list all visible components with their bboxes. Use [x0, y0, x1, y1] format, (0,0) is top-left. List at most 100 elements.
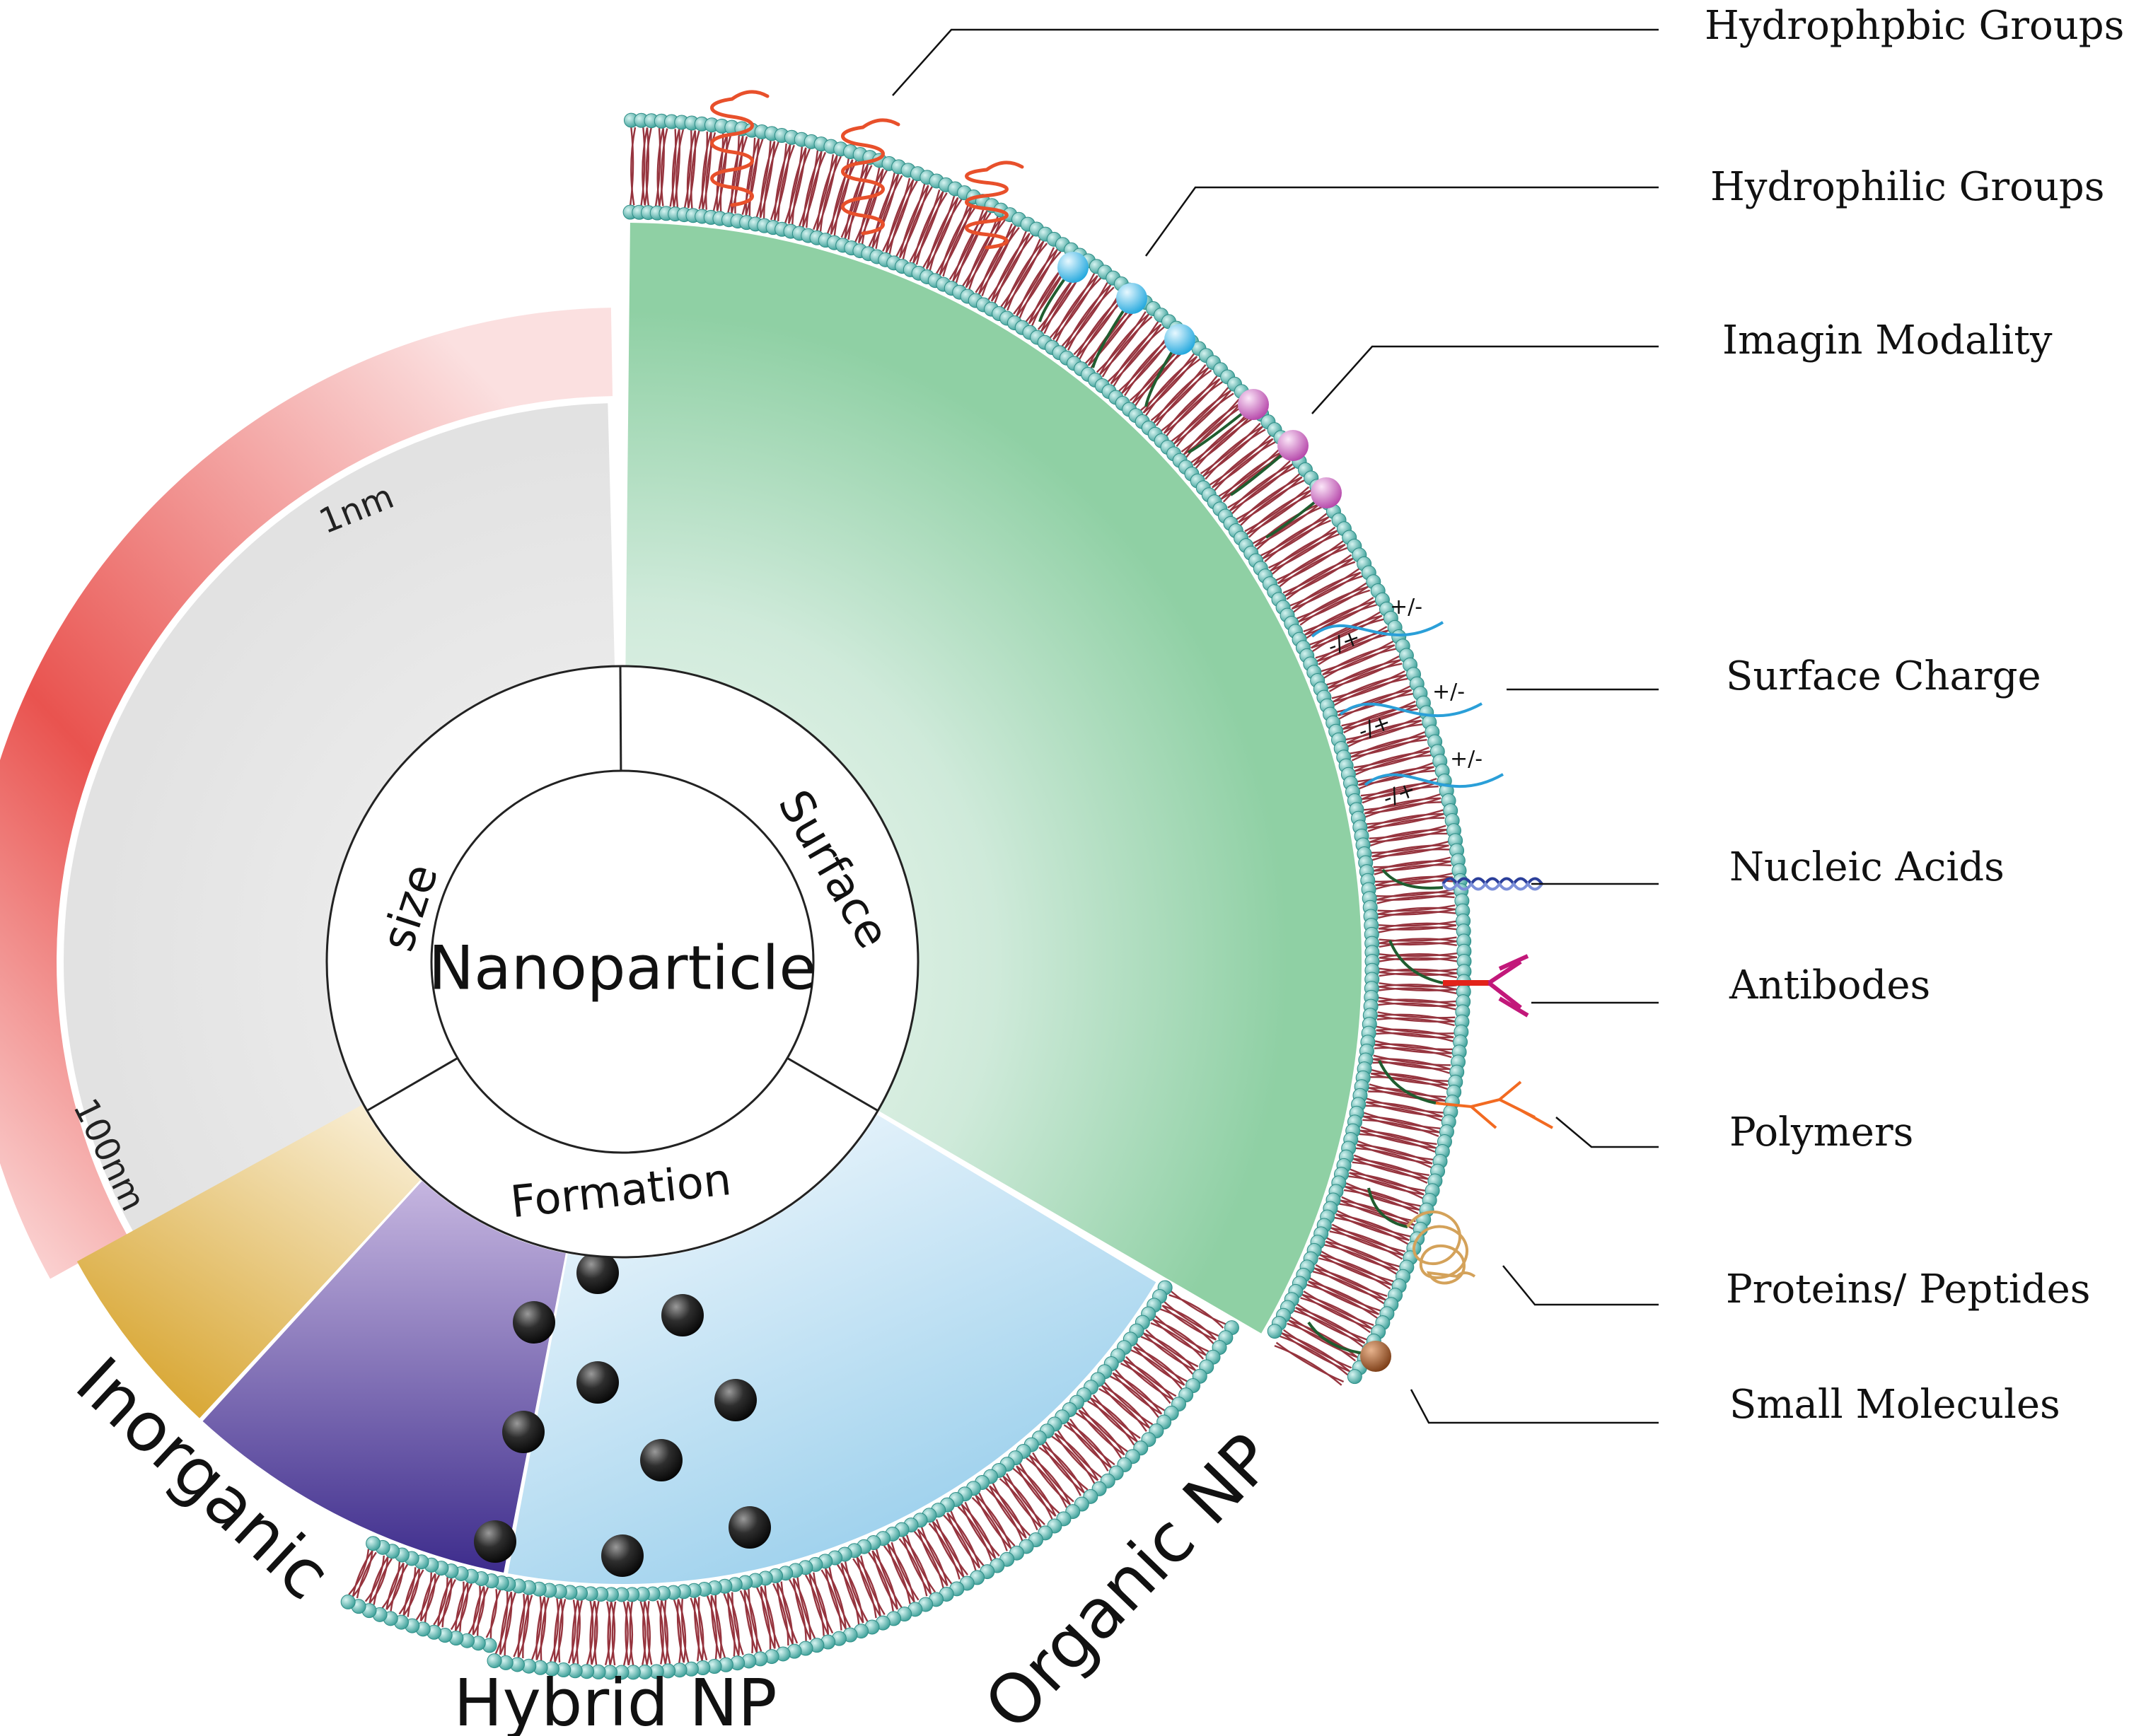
hybrid-membrane-tail	[472, 1586, 485, 1636]
surface-membrane-tail	[1351, 738, 1427, 762]
organic-membrane-tail	[1012, 1467, 1053, 1520]
organic-membrane-tail	[1041, 1444, 1085, 1493]
hydrophilic-head-1	[1057, 252, 1089, 283]
surface-membrane-tail	[1319, 1254, 1393, 1286]
surface-membrane-tail	[1310, 614, 1383, 649]
organic-membrane-tail	[690, 1597, 700, 1662]
organic-membrane-tail	[1090, 1397, 1138, 1443]
surface-membrane-tail	[788, 147, 807, 224]
surface-membrane-tail	[1347, 1175, 1424, 1199]
surface-membrane-tail	[1110, 323, 1162, 385]
leader-proteins-peptides	[1502, 1265, 1659, 1306]
surface-membrane-tail	[1352, 1158, 1429, 1180]
surface-membrane-tail	[833, 160, 857, 236]
surface-membrane-tail	[1359, 769, 1435, 790]
organic-membrane-tail	[1042, 1444, 1085, 1493]
organic-membrane-tail	[680, 1598, 690, 1662]
hybrid-membrane-tail	[489, 1589, 501, 1639]
surface-membrane-tail	[942, 205, 978, 277]
organic-membrane-tail	[1016, 1465, 1057, 1517]
surface-membrane-tail	[1161, 375, 1218, 431]
surface-membrane-tail	[1342, 704, 1417, 730]
surface-membrane-tail	[929, 199, 963, 271]
surface-membrane-tail	[1379, 952, 1458, 957]
organic-membrane-tail	[902, 1537, 932, 1595]
organic-membrane-tail	[868, 1551, 894, 1612]
organic-membrane-tail	[1063, 1424, 1109, 1472]
organic-membrane-tail	[567, 1600, 576, 1664]
organic-membrane-tail	[731, 1592, 744, 1655]
surface-membrane-tail	[1301, 1293, 1373, 1330]
organic-membrane-tail	[499, 1592, 513, 1655]
organic-membrane-tail	[840, 1563, 864, 1624]
organic-membrane-tail	[1135, 1343, 1188, 1382]
hybrid-dot-2	[513, 1301, 555, 1344]
surface-membrane-tail	[1279, 547, 1348, 588]
surface-membrane-tail	[1353, 746, 1429, 769]
surface-membrane-tail	[1308, 1281, 1380, 1315]
surface-membrane-tail	[1341, 700, 1416, 727]
label-polymers: Polymers	[1729, 1109, 1913, 1155]
protein-stem	[1367, 1187, 1408, 1228]
organic-membrane-tail	[1057, 1430, 1102, 1479]
organic-membrane-tail	[656, 1600, 664, 1665]
label-leader-lines	[892, 28, 1659, 1424]
surface-membrane-tail	[882, 177, 911, 252]
label-hydrophobic-groups: Hydrophpbic Groups	[1705, 3, 2124, 49]
organic-membrane-tail	[764, 1585, 780, 1648]
organic-membrane-tail	[985, 1487, 1023, 1542]
surface-membrane-tail	[1312, 618, 1384, 652]
surface-membrane-tail	[1264, 519, 1331, 563]
polymer-stem	[1378, 1060, 1437, 1105]
hybrid-membrane-tail	[385, 1563, 405, 1610]
surface-membrane-tail	[1288, 1320, 1358, 1358]
surface-membrane-tail	[1363, 1115, 1440, 1134]
surface-membrane-tail	[1364, 797, 1441, 815]
surface-membrane-tail	[698, 132, 709, 209]
hybrid-membrane-heads	[340, 1536, 509, 1653]
surface-membrane-tail	[669, 129, 677, 207]
organic-membrane-tail	[887, 1543, 915, 1602]
organic-membrane-tail	[957, 1505, 992, 1561]
surface-membrane-tail	[922, 195, 956, 268]
organic-membrane-tail	[1120, 1362, 1171, 1404]
organic-membrane-tail	[1125, 1356, 1177, 1397]
organic-membrane-tail	[1016, 1465, 1057, 1517]
surface-membrane-tail	[1355, 1147, 1432, 1169]
surface-membrane-tail	[1360, 1126, 1437, 1146]
surface-membrane-tail	[654, 128, 661, 206]
organic-membrane-tail	[992, 1483, 1031, 1537]
surface-membrane-tail	[1101, 315, 1153, 378]
surface-membrane-tail	[1272, 533, 1340, 575]
dna-strand-1	[1441, 877, 1543, 887]
surface-membrane-tail	[1329, 1230, 1403, 1260]
organic-membrane-tail	[1150, 1322, 1205, 1360]
surface-membrane-tail	[1355, 754, 1432, 776]
surface-membrane-tail	[1309, 611, 1381, 646]
surface-membrane-tail	[1275, 540, 1344, 581]
label-antibodies: Antibodes	[1729, 962, 1930, 1008]
surface-membrane-tail	[1176, 392, 1234, 448]
organic-membrane-tail	[932, 1521, 965, 1578]
surface-membrane-tail	[630, 127, 637, 206]
surface-membrane-tail	[912, 190, 944, 264]
hybrid-dot-8	[474, 1520, 516, 1563]
surface-membrane-tail	[1212, 438, 1274, 489]
organic-membrane-tail	[1152, 1318, 1207, 1356]
surface-membrane-tail	[1340, 1199, 1415, 1226]
surface-membrane-tail	[1379, 968, 1458, 974]
surface-membrane-tail	[909, 190, 941, 262]
surface-membrane-tail	[1195, 416, 1255, 469]
imaging-head-1	[1238, 389, 1269, 420]
surface-membrane-tail	[1347, 719, 1422, 744]
surface-membrane-tail	[1303, 597, 1374, 633]
surface-membrane-tail	[630, 127, 634, 206]
organic-membrane-tail	[1098, 1388, 1147, 1432]
organic-membrane-tail	[928, 1522, 961, 1580]
label-surface-charge: Surface Charge	[1726, 653, 2041, 699]
surface-membrane-tail	[991, 233, 1031, 302]
surface-membrane-tail	[748, 139, 764, 216]
organic-membrane-tail	[1078, 1409, 1125, 1456]
surface-membrane-tail	[1369, 825, 1446, 839]
surface-membrane-head	[1347, 1369, 1362, 1385]
